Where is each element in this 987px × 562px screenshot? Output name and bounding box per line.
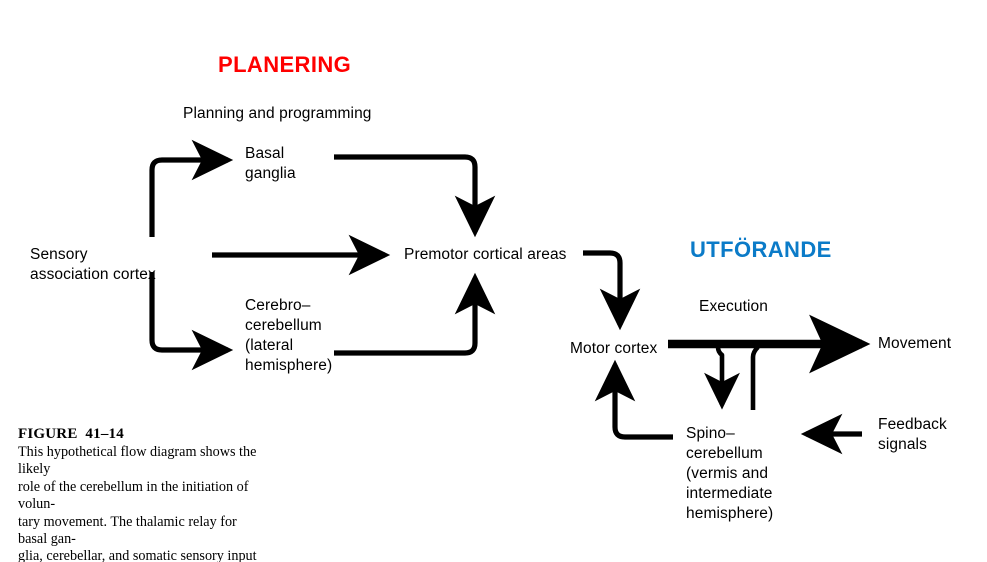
node-spino-cerebellum: Spino– cerebellum (vermis and intermedia… <box>686 425 774 522</box>
node-cerebro-cerebellum: Cerebro– cerebellum (lateral hemisphere) <box>245 297 333 374</box>
edge-sensory-to-basal-ganglia <box>149 139 234 237</box>
edge-premotor-to-motor-cortex <box>583 250 641 331</box>
node-movement: Movement <box>878 335 952 352</box>
node-basal-ganglia: Basal ganglia <box>245 145 296 182</box>
edge-basal-ganglia-to-premotor <box>334 154 496 238</box>
edge-spino-cerebellum-to-motor-cortex <box>594 359 673 440</box>
heading-utforande: UTFÖRANDE <box>690 237 832 262</box>
edge-motor-cortex-to-spino-cerebellum <box>704 346 740 410</box>
node-motor-cortex: Motor cortex <box>570 340 658 357</box>
figure-caption: FIGURE 41–14 This hypothetical flow diag… <box>18 426 268 562</box>
figure-caption-title: FIGURE 41–14 <box>18 426 124 442</box>
phase-label-execution: Execution <box>699 298 768 315</box>
node-sensory-association-cortex: Sensory association cortex <box>30 246 156 283</box>
phase-label-planning: Planning and programming <box>183 105 372 122</box>
edge-cerebro-cerebellum-to-premotor <box>334 272 496 356</box>
figure-caption-body: This hypothetical flow diagram shows the… <box>18 444 257 562</box>
node-premotor-cortical-areas: Premotor cortical areas <box>404 246 567 263</box>
heading-planering: PLANERING <box>218 52 352 77</box>
edge-spino-cerebellum-to-movement-pathway <box>750 345 760 410</box>
node-feedback-signals: Feedback signals <box>878 416 947 453</box>
